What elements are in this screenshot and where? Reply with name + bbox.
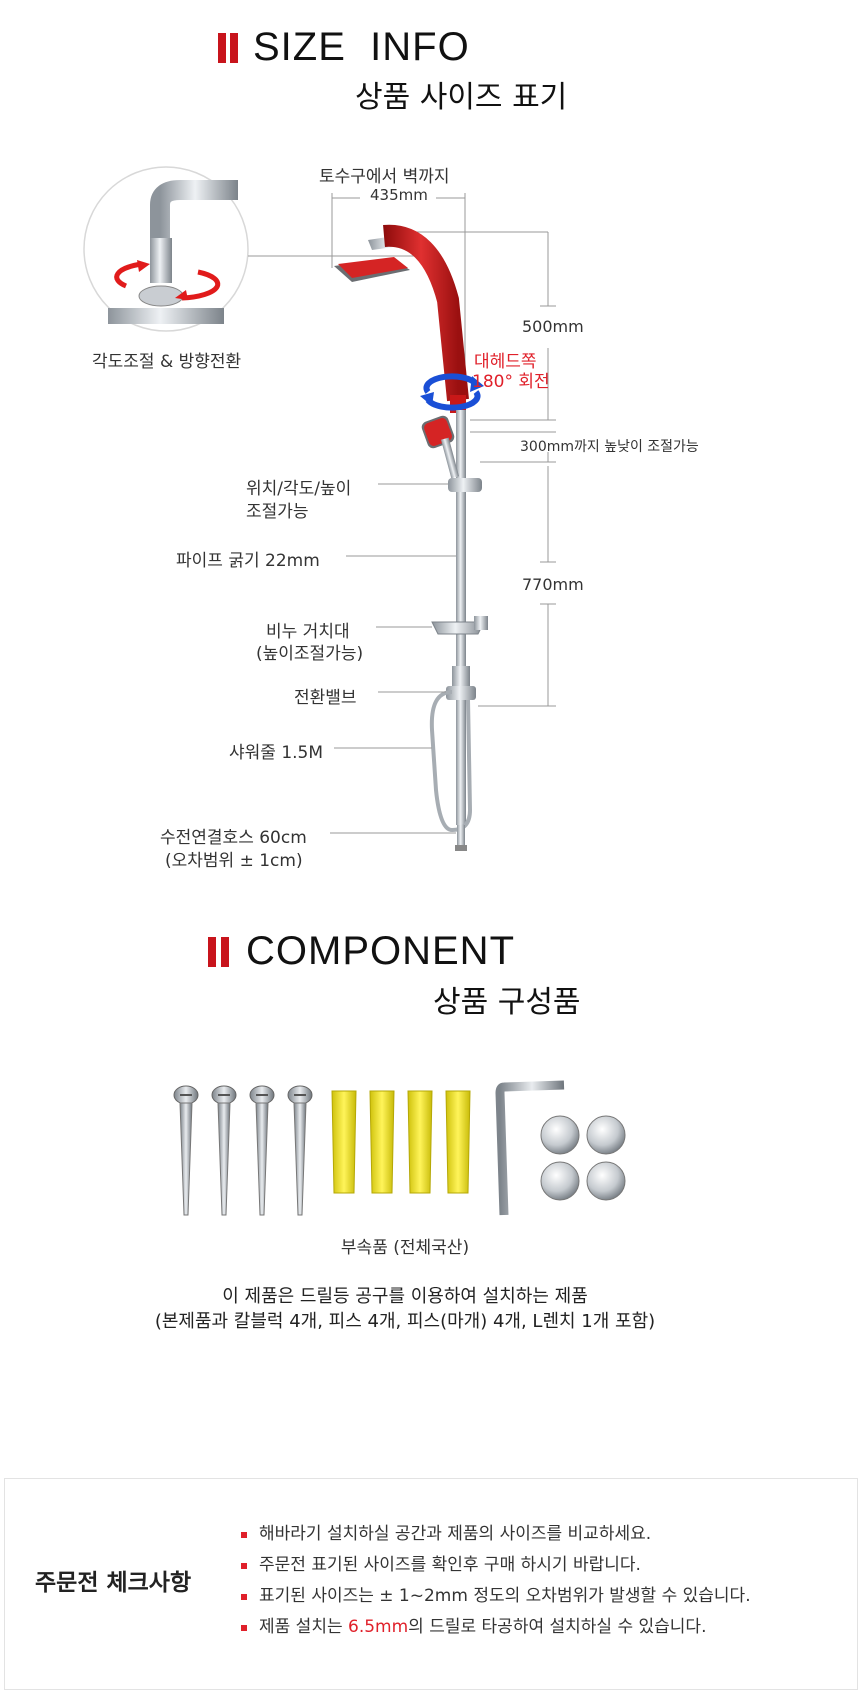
label-connect-2: (오차범위 ± 1cm) xyxy=(165,851,303,871)
size-info-subheading: 상품 사이즈 표기 xyxy=(355,80,568,115)
label-pipe: 파이프 굵기 22mm xyxy=(176,551,320,571)
checklist-item: 표기된 사이즈는 ± 1~2mm 정도의 오차범위가 발생할 수 있습니다. xyxy=(239,1581,751,1612)
checklist-text: 제품 설치는 xyxy=(259,1617,349,1637)
component-subheading: 상품 구성품 xyxy=(433,985,581,1020)
size-info-heading: SIZE INFO xyxy=(253,25,470,69)
component-heading: COMPONENT xyxy=(246,929,515,973)
checklist-item: 제품 설치는 6.5mm의 드릴로 타공하여 설치하실 수 있습니다. xyxy=(239,1612,751,1643)
order-checklist-panel: 주문전 체크사항 해바라기 설치하실 공간과 제품의 사이즈를 비교하세요. 주… xyxy=(4,1478,858,1690)
checklist-item: 해바라기 설치하실 공간과 제품의 사이즈를 비교하세요. xyxy=(239,1519,751,1550)
label-position-1: 위치/각도/높이 xyxy=(246,479,352,499)
component-desc-2: (본제품과 칼블럭 4개, 피스 4개, 피스(마개) 4개, L렌치 1개 포… xyxy=(154,1311,656,1332)
screw-caps xyxy=(540,1115,626,1201)
label-soap-2: (높이조절가능) xyxy=(256,644,364,664)
screws xyxy=(173,1085,313,1216)
swivel-detail-circle xyxy=(83,166,249,332)
section-mark xyxy=(221,937,229,967)
hand-shower xyxy=(421,415,460,479)
shower-diagram xyxy=(83,166,556,851)
label-valve: 전환밸브 xyxy=(294,688,357,708)
section-mark xyxy=(218,33,226,63)
drill-size-highlight: 6.5mm xyxy=(348,1617,409,1637)
label-big-head-rotate-2: 180° 회전 xyxy=(472,372,550,392)
component-desc-1: 이 제품은 드릴등 공구를 이용하여 설치하는 제품 xyxy=(222,1286,588,1307)
wall-anchors xyxy=(331,1090,471,1194)
section-mark xyxy=(208,937,216,967)
label-hose: 샤워줄 1.5M xyxy=(229,743,324,763)
label-position-2: 조절가능 xyxy=(246,502,309,522)
label-big-head-rotate-1: 대헤드쪽 xyxy=(474,352,537,372)
checklist-item: 주문전 표기된 사이즈를 확인후 구매 하시기 바랍니다. xyxy=(239,1550,751,1581)
label-770mm: 770mm xyxy=(522,575,584,594)
accessories-caption: 부속품 (전체국산) xyxy=(340,1238,470,1258)
label-500mm: 500mm xyxy=(522,317,584,336)
section-mark xyxy=(230,33,238,63)
label-height-adjust: 300mm까지 높낮이 조절가능 xyxy=(520,439,699,455)
label-connect-1: 수전연결호스 60cm xyxy=(160,828,307,848)
l-wrench xyxy=(495,1080,565,1216)
label-soap-1: 비누 거치대 xyxy=(266,622,350,642)
checklist-title: 주문전 체크사항 xyxy=(35,1570,192,1596)
label-angle-direction: 각도조절 & 방향전환 xyxy=(92,352,242,372)
checklist-text: 의 드릴로 타공하여 설치하실 수 있습니다. xyxy=(408,1617,707,1637)
label-435mm: 435mm xyxy=(370,186,428,204)
label-outlet-to-wall: 토수구에서 벽까지 xyxy=(319,167,450,187)
accessories-illustration xyxy=(173,1080,626,1216)
checklist: 해바라기 설치하실 공간과 제품의 사이즈를 비교하세요. 주문전 표기된 사이… xyxy=(239,1519,751,1643)
